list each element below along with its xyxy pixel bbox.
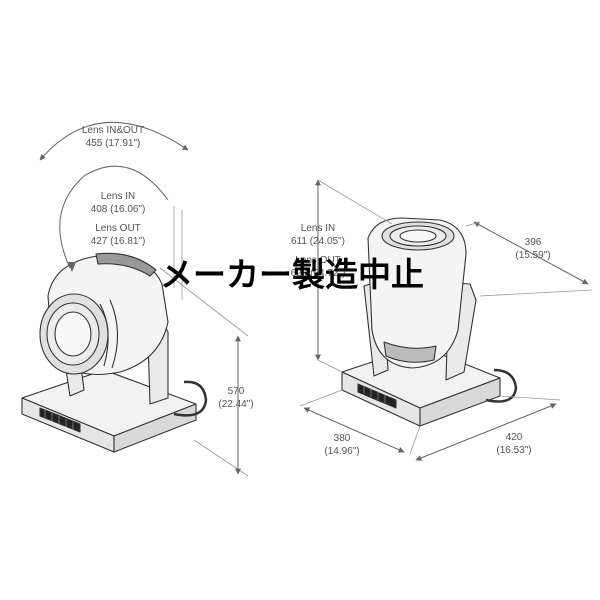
right-top-width-inch: (15.59") (515, 250, 550, 261)
right-base-depth-value: 420 (506, 432, 523, 443)
right-lens-in-value: 611 (24.05") (291, 236, 345, 247)
right-head (367, 217, 467, 369)
right-lens-out-title: Lens OUT (295, 255, 341, 266)
left-lens-in-value: 408 (16.06") (91, 204, 146, 215)
left-height-inch: (22.44") (218, 399, 253, 410)
left-lens-out-title: Lens OUT (95, 223, 141, 234)
left-height-value: 570 (228, 386, 245, 397)
discontinued-overlay-text: メーカー製造中止 (160, 255, 424, 294)
right-lens-out-value: 628 (24.72") (291, 268, 346, 279)
right-base-depth-line (415, 403, 557, 461)
right-top-width-line (473, 221, 589, 285)
right-cable (485, 368, 518, 403)
left-lens-in-title: Lens IN (101, 191, 135, 202)
right-lens-in-title: Lens IN (301, 223, 335, 234)
left-cable (173, 380, 208, 417)
left-inner-swing-arc (59, 165, 169, 269)
lens-in-out-title: Lens IN&OUT (82, 125, 144, 136)
right-base-width-inch: (14.96") (324, 446, 359, 457)
left-outer-swing-arc (39, 121, 189, 161)
left-lens-out-value: 427 (16.81") (91, 236, 146, 247)
left-fixture-drawing (21, 252, 208, 453)
right-top-width-value: 396 (525, 237, 542, 248)
right-base-width-line (303, 407, 405, 453)
lens-in-out-value: 455 (17.91") (86, 138, 141, 149)
right-base-depth-inch: (16.53") (496, 445, 531, 456)
right-base-width-value: 380 (334, 433, 351, 444)
